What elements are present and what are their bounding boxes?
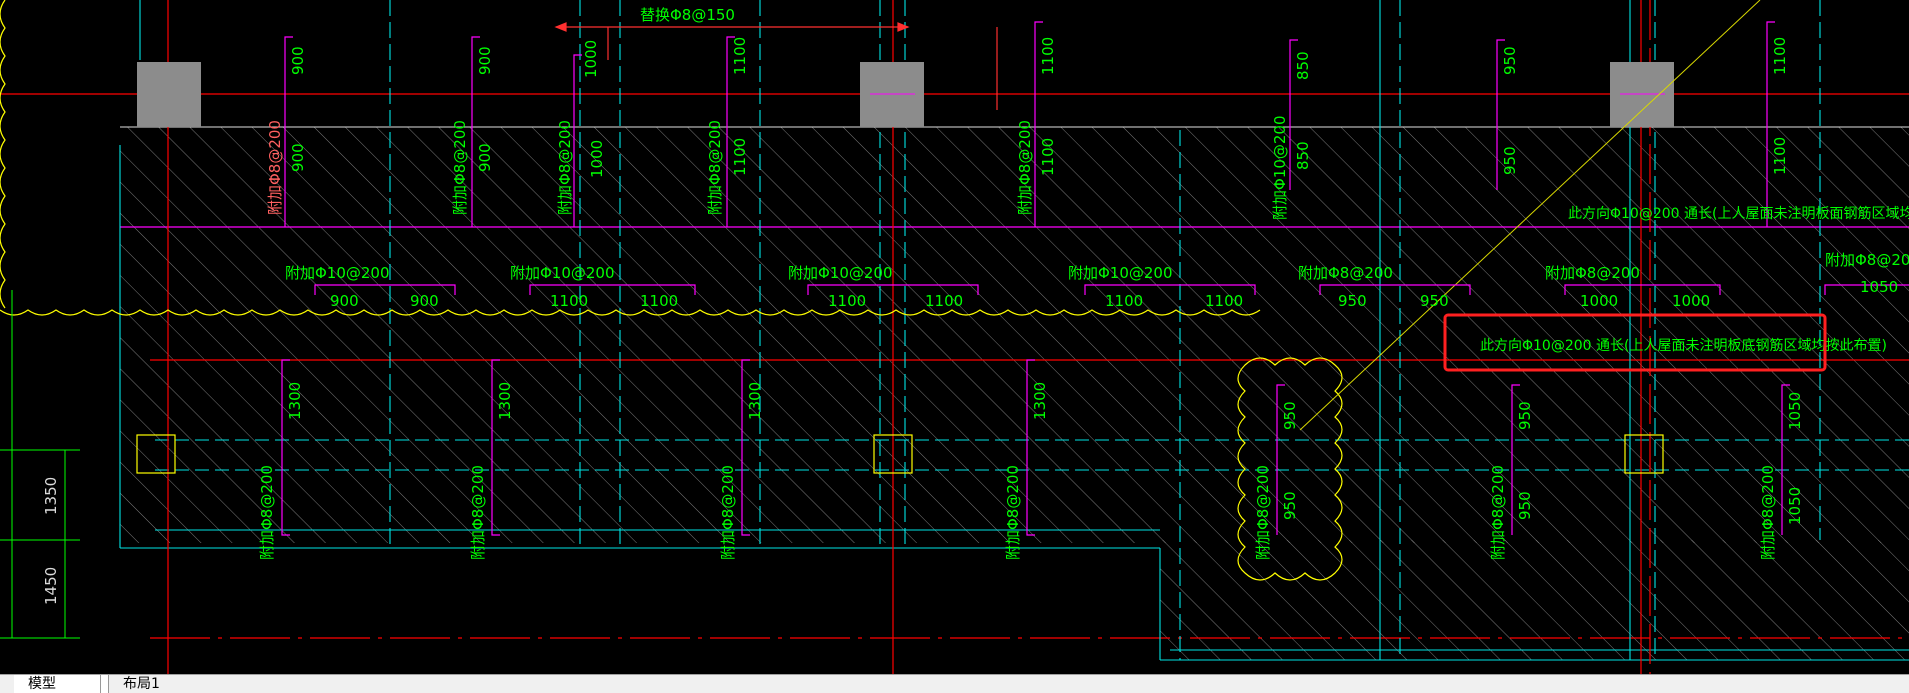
mid-dim: 950 <box>1420 292 1449 310</box>
mid-dim: 900 <box>410 292 439 310</box>
lower-dim: 1300 <box>496 382 514 420</box>
lower-dim2: 950 <box>1281 491 1299 520</box>
band-dim: 1100 <box>731 138 749 176</box>
lower-rebar-label: 附加Φ8@200 <box>1004 465 1022 560</box>
lower-rebar-label: 附加Φ8@200 <box>1759 465 1777 560</box>
lower-dim: 950 <box>1281 401 1299 430</box>
highlight-box <box>1443 313 1827 372</box>
lower-rebar-label: 附加Φ8@200 <box>719 465 737 560</box>
lower-dim: 1050 <box>1786 392 1804 430</box>
lower-rebar-label: 附加Φ8@200 <box>1254 465 1272 560</box>
lower-dim: 1300 <box>1031 382 1049 420</box>
band-dim: 950 <box>1501 146 1519 175</box>
cad-drawing-canvas[interactable]: 替换Φ8@150 900 900 1000 1100 1100 850 950 … <box>0 0 1909 674</box>
mid-dim: 1100 <box>828 292 866 310</box>
mid-dim: 1100 <box>640 292 678 310</box>
top-dim: 1100 <box>731 37 749 75</box>
diagonal-line <box>1299 0 1761 431</box>
tab-layout1[interactable]: 布局1 <box>100 675 213 693</box>
lower-dim: 950 <box>1516 401 1534 430</box>
mid-rebar-brackets <box>314 284 1909 295</box>
lower-dim: 1300 <box>746 382 764 420</box>
mid-rebar-label: 附加Φ10@200 <box>1068 264 1173 282</box>
left-dim: 1350 <box>42 477 60 515</box>
mid-rebar-label: 附加Φ10@200 <box>788 264 893 282</box>
upper-rebar-brackets <box>284 21 1775 227</box>
mid-rebar-label: 附加Φ8@200 <box>1825 251 1909 269</box>
revision-cloud-line <box>0 309 1261 316</box>
lower-columns <box>136 434 1664 474</box>
band-rebar-label: 附加Φ8@200 <box>451 120 469 215</box>
band-dim: 900 <box>289 143 307 172</box>
band-rebar-label: 附加Φ8@200 <box>556 120 574 215</box>
lower-dim2: 950 <box>1516 491 1534 520</box>
mid-dim: 1000 <box>1672 292 1710 310</box>
lower-rebar-label: 附加Φ8@200 <box>258 465 276 560</box>
band-rebar-label: 附加Φ8@200 <box>706 120 724 215</box>
band-rebar-label: 附加Φ8@200 <box>1016 120 1034 215</box>
left-dimension <box>0 290 80 639</box>
mid-rebar-label: 附加Φ8@200 <box>1545 264 1640 282</box>
left-dim: 1450 <box>42 567 60 605</box>
mid-dim: 1000 <box>1580 292 1618 310</box>
concrete-columns <box>137 62 1674 127</box>
band-rebar-label: 附加Φ10@200 <box>1271 115 1289 220</box>
band-dim: 1100 <box>1039 138 1057 176</box>
band-rebar-label: 附加Φ8@200 <box>266 120 284 215</box>
mid-dim: 1100 <box>925 292 963 310</box>
top-dim: 1000 <box>582 40 600 78</box>
mid-dim: 1100 <box>550 292 588 310</box>
tab-model[interactable]: 模型 <box>14 675 109 693</box>
mid-rebar-label: 附加Φ10@200 <box>510 264 615 282</box>
top-dim: 1100 <box>1771 37 1789 75</box>
lower-rebar-brackets <box>281 359 1790 536</box>
mid-dim: 1050 <box>1860 278 1898 296</box>
band-dim: 900 <box>476 143 494 172</box>
highlighted-note-text: 此方向Φ10@200 通长(上人屋面未注明板底钢筋区域均按此布置) <box>1480 337 1887 354</box>
top-dim: 1100 <box>1039 37 1057 75</box>
slab-hatch <box>120 127 1909 660</box>
mid-rebar-label: 附加Φ10@200 <box>285 264 390 282</box>
through-note-top: 此方向Φ10@200 通长(上人屋面未注明板面钢筋区域均按此布置) <box>1568 205 1909 222</box>
revision-cloud-blob <box>1237 357 1343 581</box>
lower-dim2: 1050 <box>1786 487 1804 525</box>
mid-dim: 900 <box>330 292 359 310</box>
mid-dim: 1100 <box>1205 292 1243 310</box>
mid-rebar-label: 附加Φ8@200 <box>1298 264 1393 282</box>
replace-rebar-arrow <box>554 22 998 110</box>
top-replace-label: 替换Φ8@150 <box>640 6 735 24</box>
layout-tab-bar: 模型 布局1 <box>0 674 1909 693</box>
mid-dim: 1100 <box>1105 292 1143 310</box>
lower-rebar-label: 附加Φ8@200 <box>469 465 487 560</box>
lower-rebar-label: 附加Φ8@200 <box>1489 465 1507 560</box>
top-dim: 950 <box>1501 46 1519 75</box>
band-dim: 1000 <box>588 140 606 178</box>
left-cloud-edge <box>0 0 6 309</box>
top-dim: 850 <box>1294 51 1312 80</box>
lower-dim: 1300 <box>286 382 304 420</box>
top-dim: 900 <box>289 46 307 75</box>
band-dim: 1100 <box>1771 137 1789 175</box>
mid-dim: 950 <box>1338 292 1367 310</box>
band-dim: 850 <box>1294 141 1312 170</box>
top-dim: 900 <box>476 46 494 75</box>
